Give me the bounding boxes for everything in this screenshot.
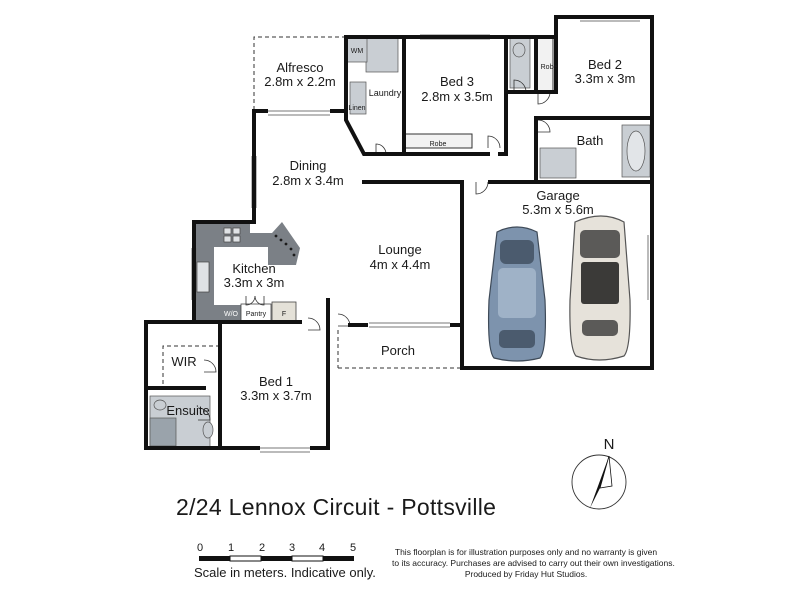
dashed-lines bbox=[162, 36, 470, 384]
room-name-dining: Dining bbox=[290, 158, 327, 173]
door-swings bbox=[197, 79, 551, 421]
room-name-fridge: F bbox=[282, 311, 286, 318]
scale-tick-0: 0 bbox=[197, 542, 203, 554]
scale-tick-2: 2 bbox=[259, 542, 265, 554]
room-labels: Alfresco 2.8m x 2.2m WM Laundry Linen Be… bbox=[166, 48, 635, 418]
room-name-robe-bed3: Robe bbox=[430, 141, 447, 148]
car-white-icon bbox=[569, 215, 631, 361]
room-name-laundry: Laundry bbox=[369, 88, 402, 98]
room-name-bed1: Bed 1 bbox=[259, 374, 293, 389]
room-name-wm: WM bbox=[351, 48, 364, 55]
room-size-bed3: 2.8m x 3.5m bbox=[421, 89, 493, 104]
bathroom-fixtures bbox=[149, 37, 651, 449]
room-name-bath: Bath bbox=[577, 133, 604, 148]
compass-icon: N bbox=[571, 436, 627, 510]
room-name-bed2: Bed 2 bbox=[588, 57, 622, 72]
room-name-kitchen: Kitchen bbox=[232, 261, 275, 276]
laundry-fixtures bbox=[346, 37, 399, 115]
room-name-wir: WIR bbox=[171, 354, 196, 369]
room-size-dining: 2.8m x 3.4m bbox=[272, 173, 344, 188]
room-name-garage: Garage bbox=[536, 188, 579, 203]
room-size-bed2: 3.3m x 3m bbox=[575, 71, 636, 86]
scale-caption: Scale in meters. Indicative only. bbox=[194, 565, 376, 580]
scale-bar: 0 1 2 3 4 5 bbox=[197, 542, 356, 562]
scale-tick-3: 3 bbox=[289, 542, 295, 554]
room-name-linen: Linen bbox=[348, 105, 365, 112]
disclaimer-line: to its accuracy. Purchases are advised t… bbox=[392, 558, 675, 568]
room-size-bed1: 3.3m x 3.7m bbox=[240, 388, 312, 403]
robe-shelves bbox=[403, 37, 554, 149]
compass-north-label: N bbox=[604, 436, 615, 453]
room-name-alfresco: Alfresco bbox=[277, 60, 324, 75]
room-size-lounge: 4m x 4.4m bbox=[370, 257, 431, 272]
room-size-garage: 5.3m x 5.6m bbox=[522, 202, 594, 217]
car-blue-icon bbox=[487, 226, 547, 362]
room-size-kitchen: 3.3m x 3m bbox=[224, 275, 285, 290]
room-size-alfresco: 2.8m x 2.2m bbox=[264, 74, 336, 89]
room-name-ensuite: Ensuite bbox=[166, 403, 209, 418]
room-name-lounge: Lounge bbox=[378, 242, 421, 257]
room-name-pantry: Pantry bbox=[246, 311, 267, 318]
disclaimer-line: This floorplan is for illustration purpo… bbox=[394, 547, 658, 557]
disclaimer: This floorplan is for illustration purpo… bbox=[392, 547, 675, 580]
room-name-robe-bed2: Robe bbox=[541, 64, 558, 71]
scale-tick-4: 4 bbox=[319, 542, 325, 554]
room-name-porch: Porch bbox=[381, 343, 415, 358]
disclaimer-line: Produced by Friday Hut Studios. bbox=[464, 569, 588, 579]
room-name-wo: W/O bbox=[224, 311, 239, 318]
walls bbox=[144, 15, 654, 450]
scale-tick-1: 1 bbox=[228, 542, 234, 554]
scale-tick-5: 5 bbox=[350, 542, 356, 554]
property-title: 2/24 Lennox Circuit - Pottsville bbox=[176, 494, 497, 520]
room-name-bed3: Bed 3 bbox=[440, 74, 474, 89]
